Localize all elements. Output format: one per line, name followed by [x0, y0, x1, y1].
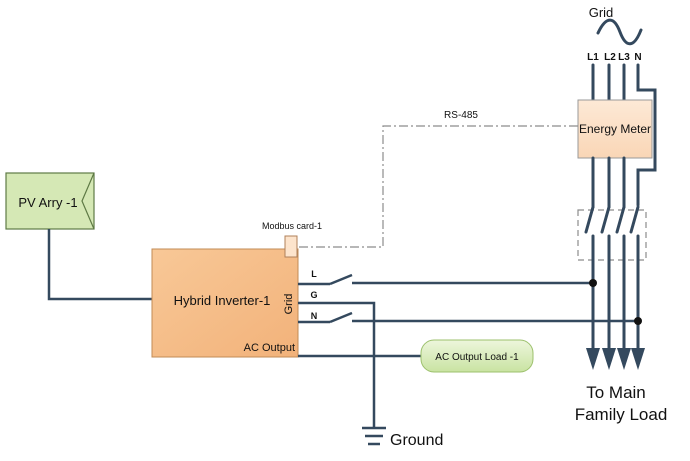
arrow-down-icon: [586, 348, 600, 370]
rs485-label: RS-485: [444, 110, 478, 121]
phase-label-l2: L2: [604, 52, 616, 63]
inverter-grid-port-label: Grid: [283, 294, 295, 315]
modbus-card: [284, 235, 298, 258]
grid-title: Grid: [589, 5, 614, 20]
energy-meter-box: [577, 99, 653, 159]
terminal-l-label: L: [311, 269, 317, 279]
junction-dot-n: [634, 317, 642, 325]
terminal-n-label: N: [311, 311, 318, 321]
ac-output-load-label: AC Output Load -1: [435, 352, 519, 363]
main-load-label-line2: Family Load: [575, 405, 668, 424]
pv-array-box: [5, 172, 95, 230]
switch-n-contact: [329, 311, 353, 324]
inverter-label: Hybrid Inverter-1: [174, 293, 271, 308]
breaker-contact-n: [629, 205, 640, 234]
pv-array-label: PV Arry -1: [18, 195, 77, 210]
breaker-contact-l2: [600, 205, 611, 234]
ac-output-load-box: [420, 339, 534, 373]
terminal-g-label: G: [310, 290, 317, 300]
breaker-contact-l1: [584, 205, 595, 234]
inverter-box: [151, 248, 299, 358]
inverter-ac-output-label: AC Output: [244, 342, 295, 354]
junction-dot-l: [589, 279, 597, 287]
pv-dc-wire: [47, 229, 152, 301]
breaker-dashed-box: [577, 209, 647, 261]
neutral-wire-bypass: [636, 63, 657, 207]
arrow-down-icon: [602, 348, 616, 370]
phase-label-n: N: [634, 52, 641, 63]
pv-array-bracket: [81, 172, 95, 230]
breaker-contact-l3: [615, 205, 626, 234]
switch-l-contact: [329, 273, 353, 286]
arrow-down-icon: [631, 348, 645, 370]
phase-label-l3: L3: [618, 52, 630, 63]
phase-label-l1: L1: [587, 52, 599, 63]
ground-wire: [298, 301, 376, 428]
ground-label: Ground: [390, 432, 443, 449]
ground-icon: [362, 426, 386, 446]
arrow-down-icon: [617, 348, 631, 370]
main-load-label-line1: To Main: [586, 383, 646, 402]
ac-sine-icon: [596, 18, 643, 46]
modbus-card-label: Modbus card-1: [262, 221, 322, 231]
rs485-link: [297, 125, 578, 248]
energy-meter-label: Energy Meter: [579, 122, 651, 136]
